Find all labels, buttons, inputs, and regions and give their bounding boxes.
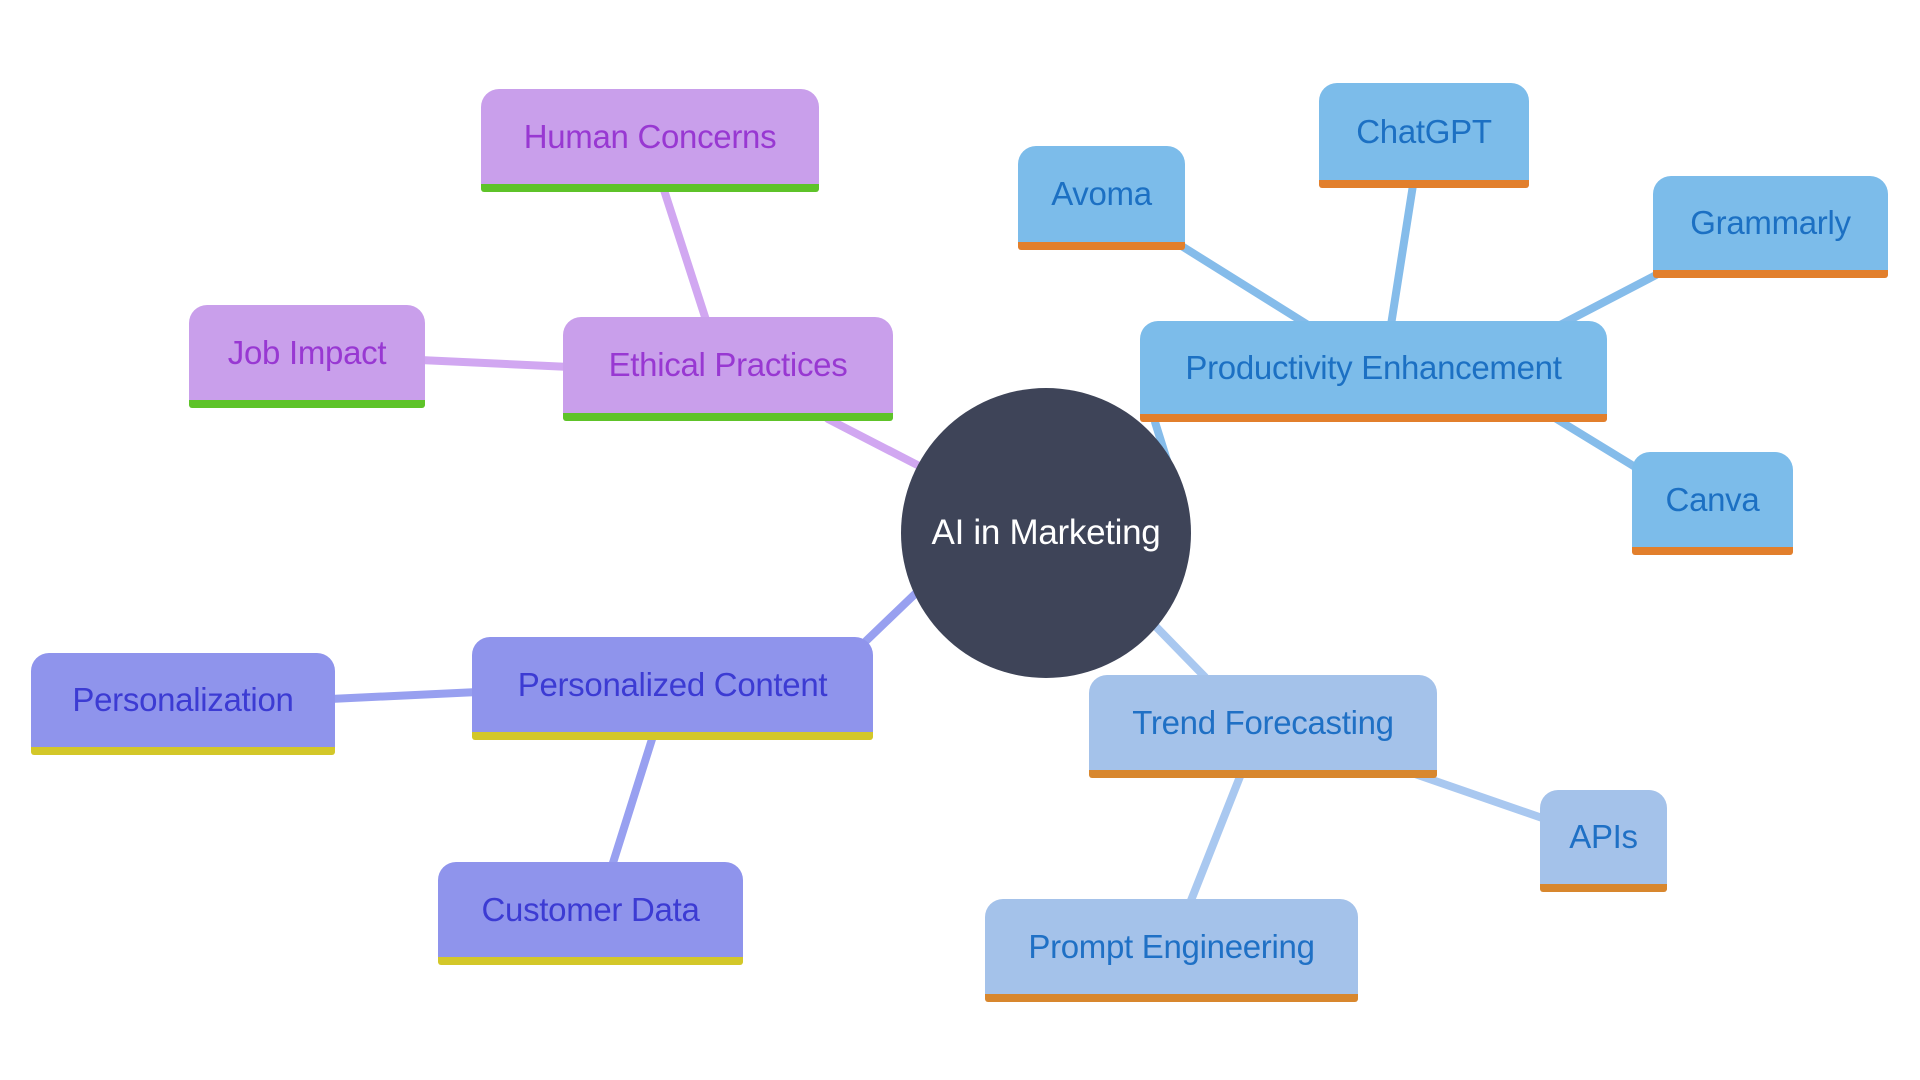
node-label: Trend Forecasting <box>1132 703 1394 741</box>
node-label: Productivity Enhancement <box>1185 348 1562 386</box>
edge-job-impact-ethical-practices <box>416 356 574 371</box>
node-label: ChatGPT <box>1356 112 1492 150</box>
node-center-topic: AI in Marketing <box>901 388 1191 678</box>
edge-grammarly-productivity <box>1556 271 1660 329</box>
node-label: APIs <box>1569 818 1638 855</box>
node-label: Personalization <box>72 681 294 718</box>
node-human-concerns: Human Concerns <box>481 89 819 192</box>
node-job-impact: Job Impact <box>189 305 425 408</box>
node-grammarly: Grammarly <box>1653 176 1888 278</box>
node-label: Job Impact <box>227 333 387 371</box>
center-topic-label: AI in Marketing <box>931 513 1161 552</box>
node-label: Avoma <box>1051 175 1152 212</box>
node-label: Prompt Engineering <box>1028 927 1315 965</box>
edge-personalized-content-customer-data <box>608 732 657 870</box>
node-customer-data: Customer Data <box>438 862 743 965</box>
edge-avoma-productivity <box>1176 241 1312 329</box>
edge-personalized-content-personalization <box>326 688 482 703</box>
node-label: Personalized Content <box>517 665 828 703</box>
edge-chatgpt-productivity <box>1387 181 1417 329</box>
node-canva: Canva <box>1632 452 1793 555</box>
node-label: Canva <box>1665 480 1760 518</box>
node-prompt-engineering: Prompt Engineering <box>985 899 1358 1002</box>
node-label: Customer Data <box>481 890 700 928</box>
node-label: Grammarly <box>1690 204 1851 241</box>
node-apis: APIs <box>1540 790 1667 892</box>
node-personalization: Personalization <box>31 653 335 755</box>
node-label: Ethical Practices <box>608 346 848 383</box>
node-label: Human Concerns <box>523 117 777 155</box>
node-ethical-practices: Ethical Practices <box>563 317 893 421</box>
edge-productivity-canva <box>1551 414 1644 474</box>
node-personalized-content: Personalized Content <box>472 637 873 740</box>
edge-trend-forecasting-apis <box>1411 770 1552 824</box>
node-trend-forecasting: Trend Forecasting <box>1089 675 1437 778</box>
edge-ethical-practices-human-concerns <box>660 186 710 324</box>
node-avoma: Avoma <box>1018 146 1185 250</box>
node-chatgpt: ChatGPT <box>1319 83 1529 188</box>
node-productivity-enhancement: Productivity Enhancement <box>1140 321 1607 422</box>
edge-trend-forecasting-prompt-engineering <box>1186 770 1245 907</box>
